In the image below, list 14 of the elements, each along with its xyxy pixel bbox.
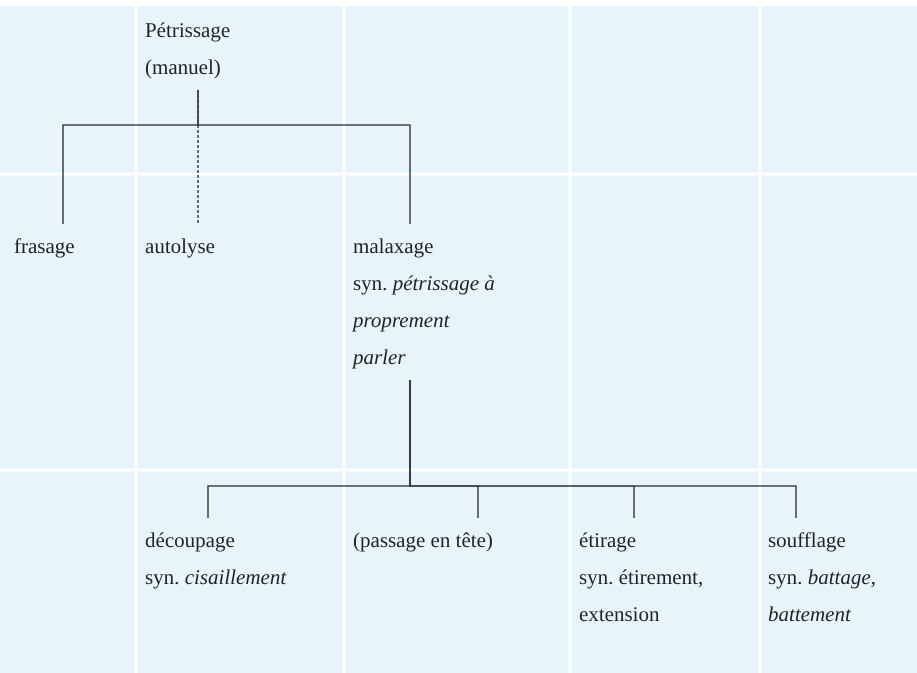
synonym-note: syn. pétrissage à proprement parler [353,270,496,371]
term-label: malaxage [353,233,434,260]
term-label: frasage [14,233,76,260]
term-label: Pétrissage (manuel) [145,17,232,81]
term-label: découpage [145,527,236,554]
synonym-note: syn. battage, battement [768,564,877,628]
synonym-note: syn. étirement, extension [579,564,704,628]
term-label: étirage [579,527,638,554]
synonym-note: syn. cisaillement [145,564,288,591]
term-label: soufflage [768,527,847,554]
term-label: (passage en tête) [353,527,494,554]
tree-connector [409,380,797,518]
tree-connector [197,90,411,224]
term-label: autolyse [145,233,216,260]
